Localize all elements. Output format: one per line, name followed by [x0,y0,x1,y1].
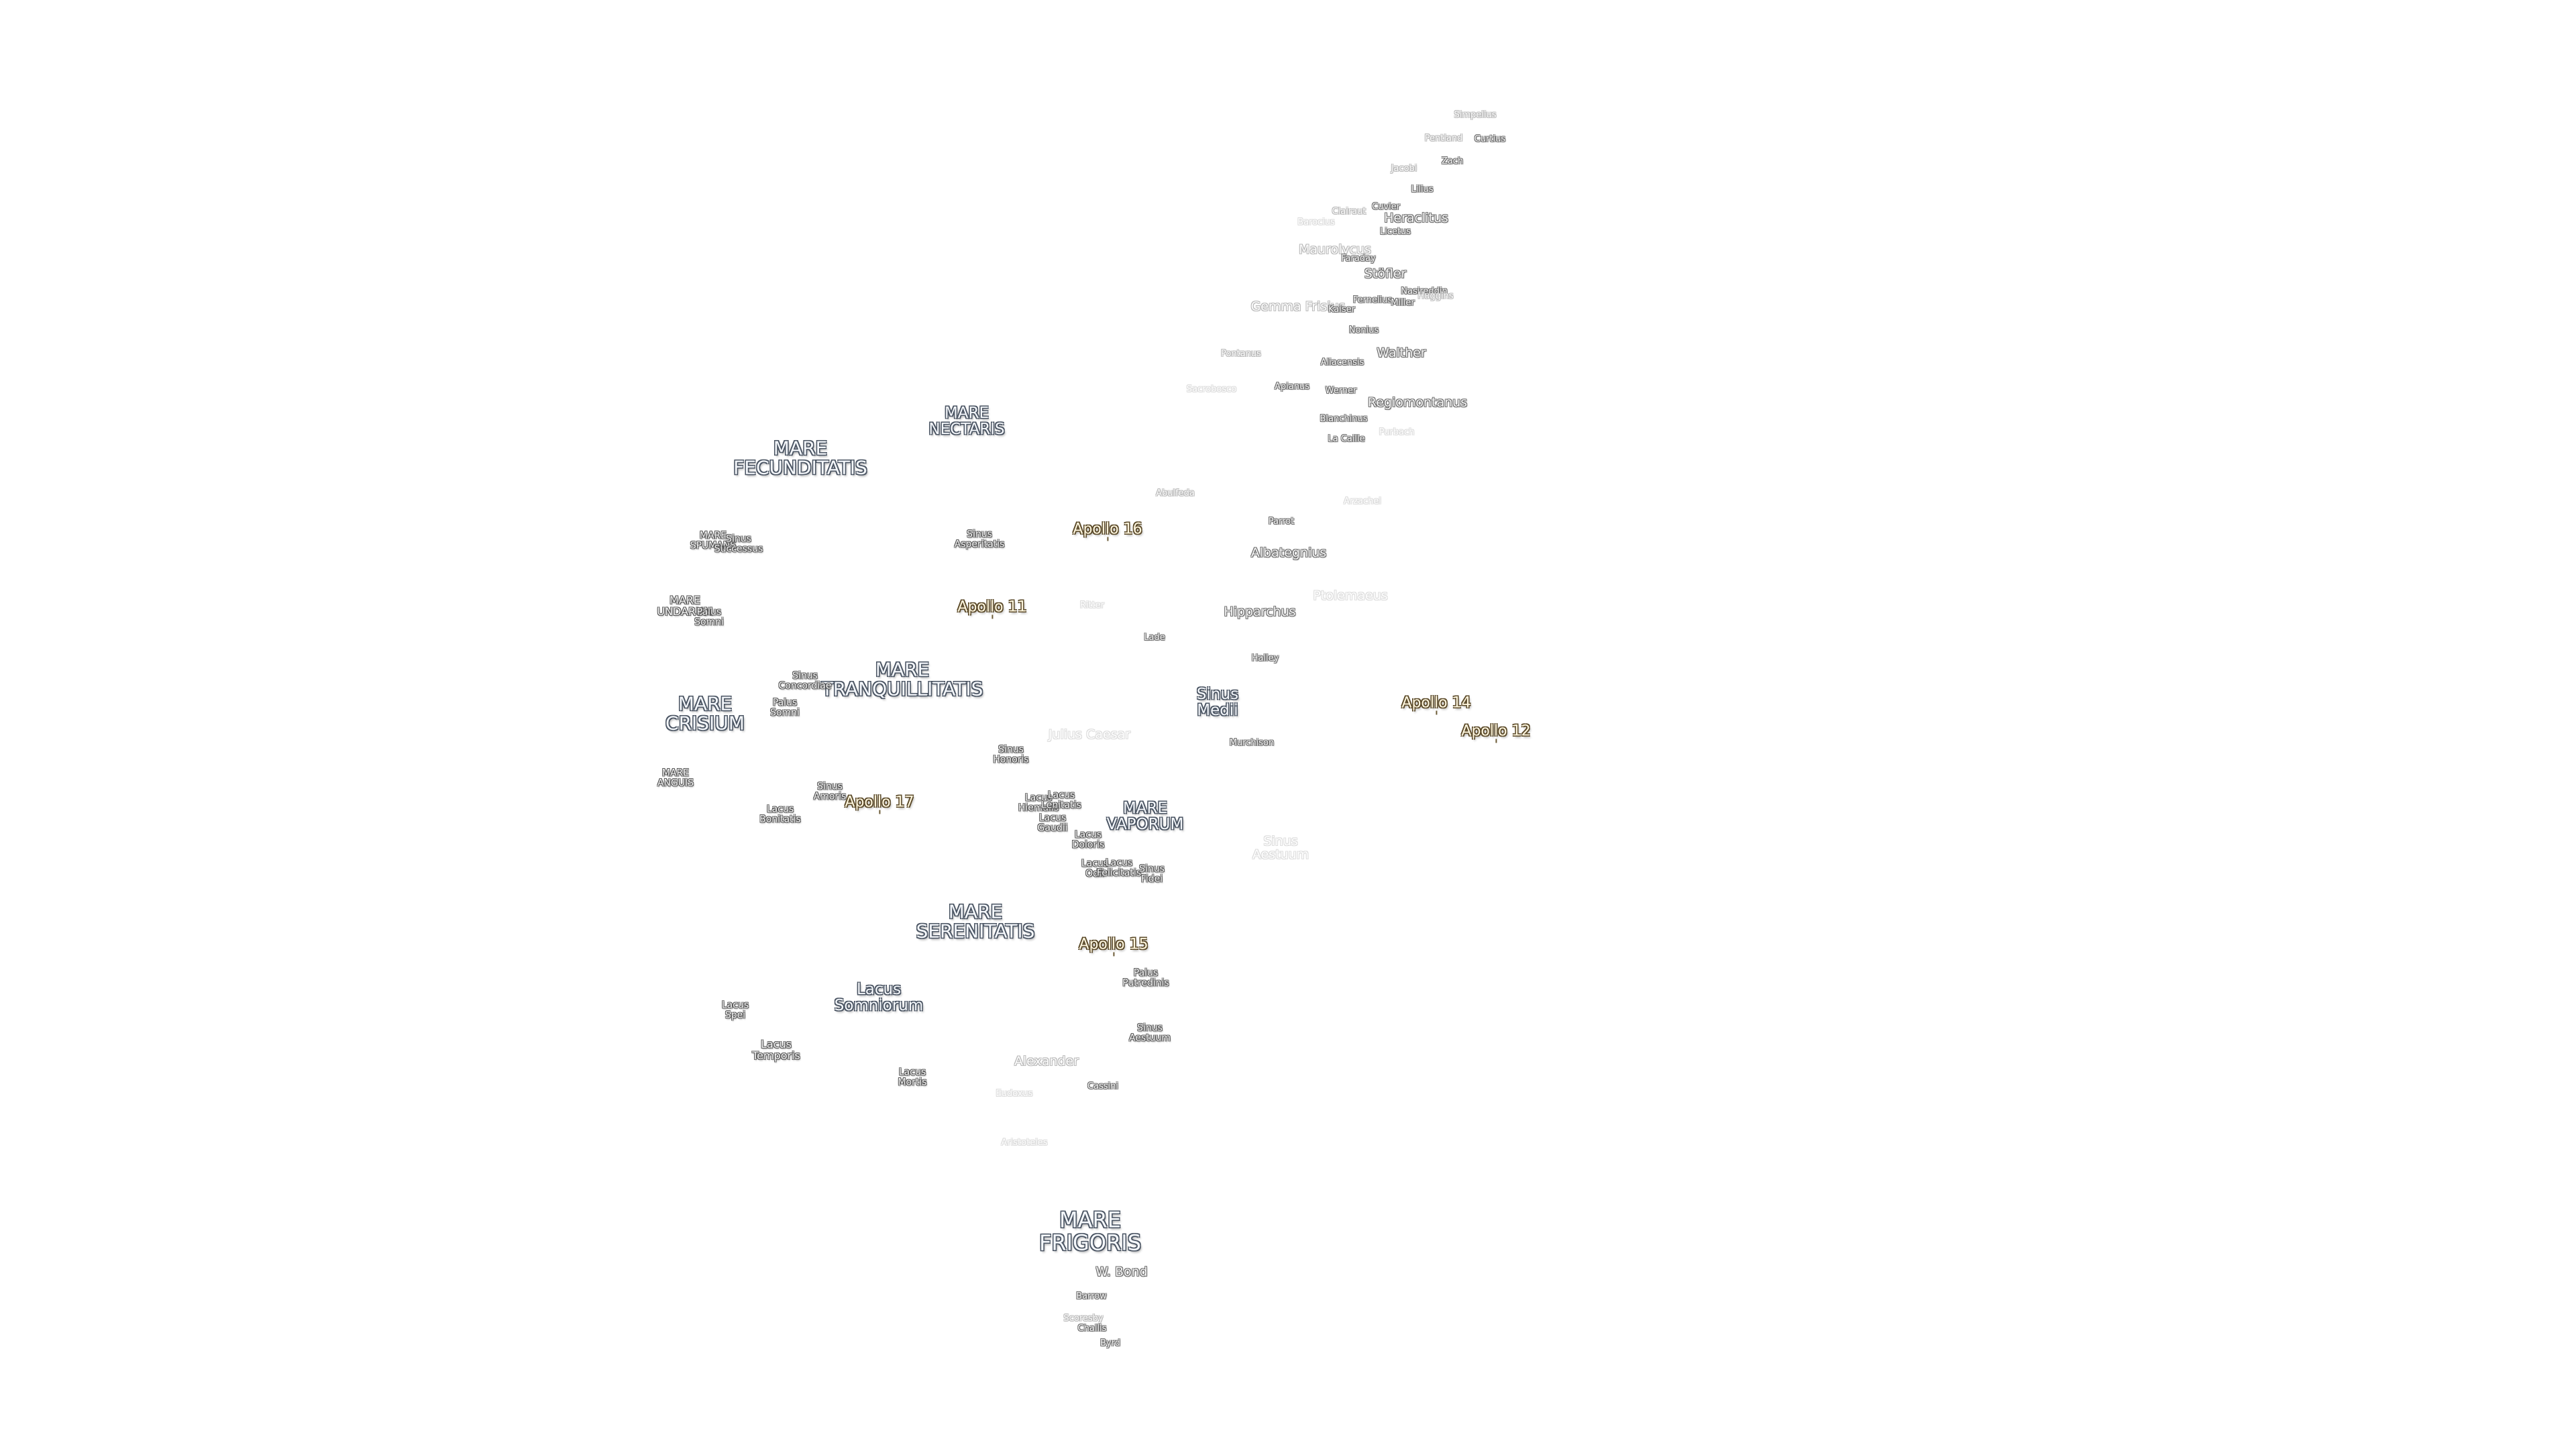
map-label-lacus-odii: Lacus Odii [1081,858,1109,879]
map-label-barrow: Barrow [1076,1291,1107,1302]
map-label-sinus-successus: Sinus Successus [714,533,763,554]
map-label-halley: Halley [1251,653,1279,664]
map-label-lilius: Lilius [1411,184,1434,195]
map-label-palus-somni: Palus Somni [694,606,724,627]
map-label-mare-crisium: MARE CRISIUM [665,692,745,735]
map-label-faraday: Faraday [1341,254,1376,264]
map-label-cassini: Cassini [1087,1081,1119,1092]
map-label-sacrobosco: Sacrobosco [1186,384,1237,395]
map-label-mare-fecunditatis: MARE FECUNDITATIS [733,437,867,479]
map-label-gemma-frisius: Gemma Frisius [1250,299,1346,315]
map-label-blanchinus: Blanchinus [1320,414,1368,425]
map-label-sinus-aestuum: Sinus Aestuum [1252,834,1309,862]
map-label-palus-somni-2: Palus Somni [770,697,800,718]
map-label-barocius: Barocius [1297,217,1335,228]
map-label-aristoteles: Aristoteles [1001,1138,1048,1148]
map-label-sinus-asperitatis: Sinus Asperitatis [954,529,1005,549]
map-label-lade: Lade [1144,633,1165,643]
map-label-regiomontanus: Regiomontanus [1367,395,1468,411]
map-label-sinus-aestuum-2: Sinus Aestuum [1128,1022,1171,1043]
map-label-mare-frigoris: MARE FRIGORIS [1038,1207,1142,1255]
map-label-lacus-temporis: Lacus Temporis [752,1038,800,1062]
map-label-clairaut: Clairaut [1332,207,1366,217]
map-label-byrd: Byrd [1100,1338,1120,1349]
map-label-miller: Miller [1391,298,1415,309]
map-label-mare-spumans: MARE SPUMANS [690,530,737,551]
map-label-lacus-somniorum: Lacus Somniorum [834,980,924,1014]
map-label-pontanus: Pontanus [1221,349,1261,360]
map-label-mare-undarum: MARE UNDARUM [657,594,713,618]
map-label-mare-anguis: MARE ANGUIS [657,767,694,788]
map-label-apianus: Apianus [1275,382,1309,392]
map-label-heraclitus: Heraclitus [1384,211,1448,226]
map-label-challis: Challis [1077,1324,1107,1334]
map-label-lacus-spei: Lacus Spei [721,1000,749,1020]
map-label-eudoxus: Eudoxus [996,1089,1033,1099]
map-label-mare-tranquillitatis: MARE TRANQUILLITATIS [821,658,983,700]
map-label-pentland: Pentland [1424,133,1463,144]
map-label-sinus-medii: Sinus Medii [1196,685,1239,719]
map-label-lacus-hiemalis: Lacus Hiemalis [1018,792,1059,813]
map-label-sinus-amoris: Sinus Amoris [813,781,847,802]
map-label-nonius: Nonius [1348,325,1379,336]
map-label-fernelius: Fernelius [1352,295,1393,306]
map-label-albategnius: Albategnius [1250,545,1327,561]
map-label-stofler: Stöfler [1364,266,1407,282]
map-label-lacus-felicitatis: Lacus Felicitatis [1096,857,1142,878]
map-label-apollo-12: Apollo 12 [1461,722,1531,740]
map-label-mare-serenitatis: MARE SERENITATIS [916,900,1035,943]
map-label-lacus-doloris: Lacus Doloris [1071,829,1105,850]
map-label-mare-vaporum: MARE VAPORUM [1106,799,1184,833]
map-label-lacus-bonitatis: Lacus Bonitatis [759,804,801,824]
map-label-sinus-honoris: Sinus Honoris [993,744,1029,765]
map-label-abulfeda: Abulfeda [1156,488,1195,499]
map-label-curtius: Curtius [1474,134,1506,145]
map-label-cuvier: Cuvier [1372,202,1400,213]
map-label-lacus-mortis: Lacus Mortis [898,1067,927,1087]
map-label-julius-caesar: Julius Caesar [1048,727,1131,743]
map-label-sinus-fidei: Sinus Fidei [1139,863,1165,884]
map-label-apollo-17: Apollo 17 [845,794,914,811]
map-label-purbach: Purbach [1379,427,1415,438]
map-label-jacobi: Jacobi [1391,164,1417,174]
map-label-murchison: Murchison [1229,738,1275,749]
map-label-walther: Walther [1377,345,1426,361]
map-label-lacus-gaudii: Lacus Gaudii [1037,812,1068,833]
map-label-werner: Werner [1325,386,1357,396]
map-label-nasireddin: Nasireddin [1401,286,1448,297]
map-label-ritter: Ritter [1079,600,1105,611]
map-label-w-bond: W. Bond [1095,1265,1148,1280]
map-label-kaiser: Kaiser [1328,305,1355,315]
map-label-arzachel: Arzachel [1343,496,1382,507]
map-label-alexander: Alexander [1014,1054,1079,1069]
map-label-lacus-lenitatis: Lacus Lenitatis [1041,790,1081,810]
map-label-maurolycus: Maurolycus [1298,242,1372,258]
map-label-apollo-11: Apollo 11 [957,598,1027,616]
map-label-aliacensis: Aliacensis [1320,358,1364,368]
map-label-huggins: Huggins [1417,291,1454,302]
map-label-scoresby: Scoresby [1063,1313,1104,1324]
map-label-apollo-16: Apollo 16 [1073,521,1142,538]
map-label-licetus: Licetus [1379,227,1411,237]
map-label-la-caille: La Caille [1328,434,1365,445]
map-label-sinus-concordiae: Sinus Concordiae [778,670,832,691]
map-label-apollo-14: Apollo 14 [1401,694,1471,712]
map-label-ptolemaeus: Ptolemaeus [1313,588,1388,604]
map-label-zach: Zach [1441,156,1464,167]
map-label-apollo-15: Apollo 15 [1079,936,1148,953]
map-label-hipparchus: Hipparchus [1224,604,1296,620]
map-label-simpelius: Simpelius [1454,110,1497,121]
map-label-palus-putredinis: Palus Putredinis [1122,967,1169,988]
map-label-parrot: Parrot [1268,517,1295,527]
map-label-mare-nectaris: MARE NECTARIS [928,404,1005,438]
